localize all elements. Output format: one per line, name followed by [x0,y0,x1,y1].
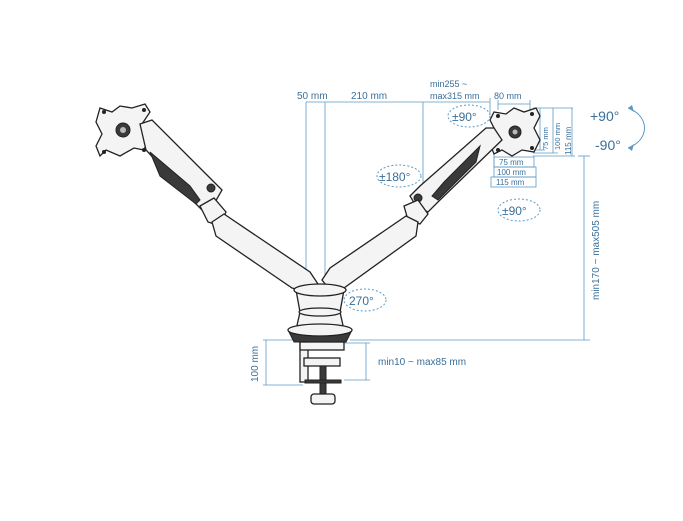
right-vesa-plate [489,107,541,157]
label-vesa-v75: 75 mm [541,127,550,150]
right-lower-arm [321,215,419,291]
label-base-swivel: 270° [349,294,374,308]
label-210mm: 210 mm [351,91,387,102]
label-tilt-down: -90° [595,137,621,153]
rotation-labels: +90° -90° ±90° ±180° ±90° 270° [349,108,621,308]
left-forearm [139,119,223,211]
left-vesa-plate [95,103,151,158]
label-swivel-bottom: ±90° [502,204,527,218]
label-tilt-up: +90° [590,108,619,124]
label-arm-range-1: min255 ~ [430,79,467,89]
label-clamp-range: min10 ~ max85 mm [378,357,466,368]
label-arm-range-2: max315 mm [430,91,480,101]
label-vesa-v115: 115 mm [564,126,573,155]
label-vesa-h100: 100 mm [497,168,526,177]
monitor-arm-drawing [95,103,541,405]
dimension-labels: 50 mm 210 mm min255 ~ max315 mm 80 mm 75… [250,79,602,382]
desk-clamp [299,341,345,405]
label-arm-swivel: ±180° [379,170,411,184]
label-vesa-h75: 75 mm [499,158,524,167]
left-lower-arm [211,213,319,293]
label-vesa-80mm: 80 mm [494,91,522,101]
label-swivel-top: ±90° [452,110,477,124]
label-50mm: 50 mm [297,91,328,102]
label-base-height: 100 mm [250,346,261,382]
rotation-indicators [343,104,645,312]
label-height-range: min170 ~ max505 mm [591,201,602,300]
label-vesa-v100: 100 mm [553,123,562,150]
label-vesa-h115: 115 mm [496,178,525,187]
